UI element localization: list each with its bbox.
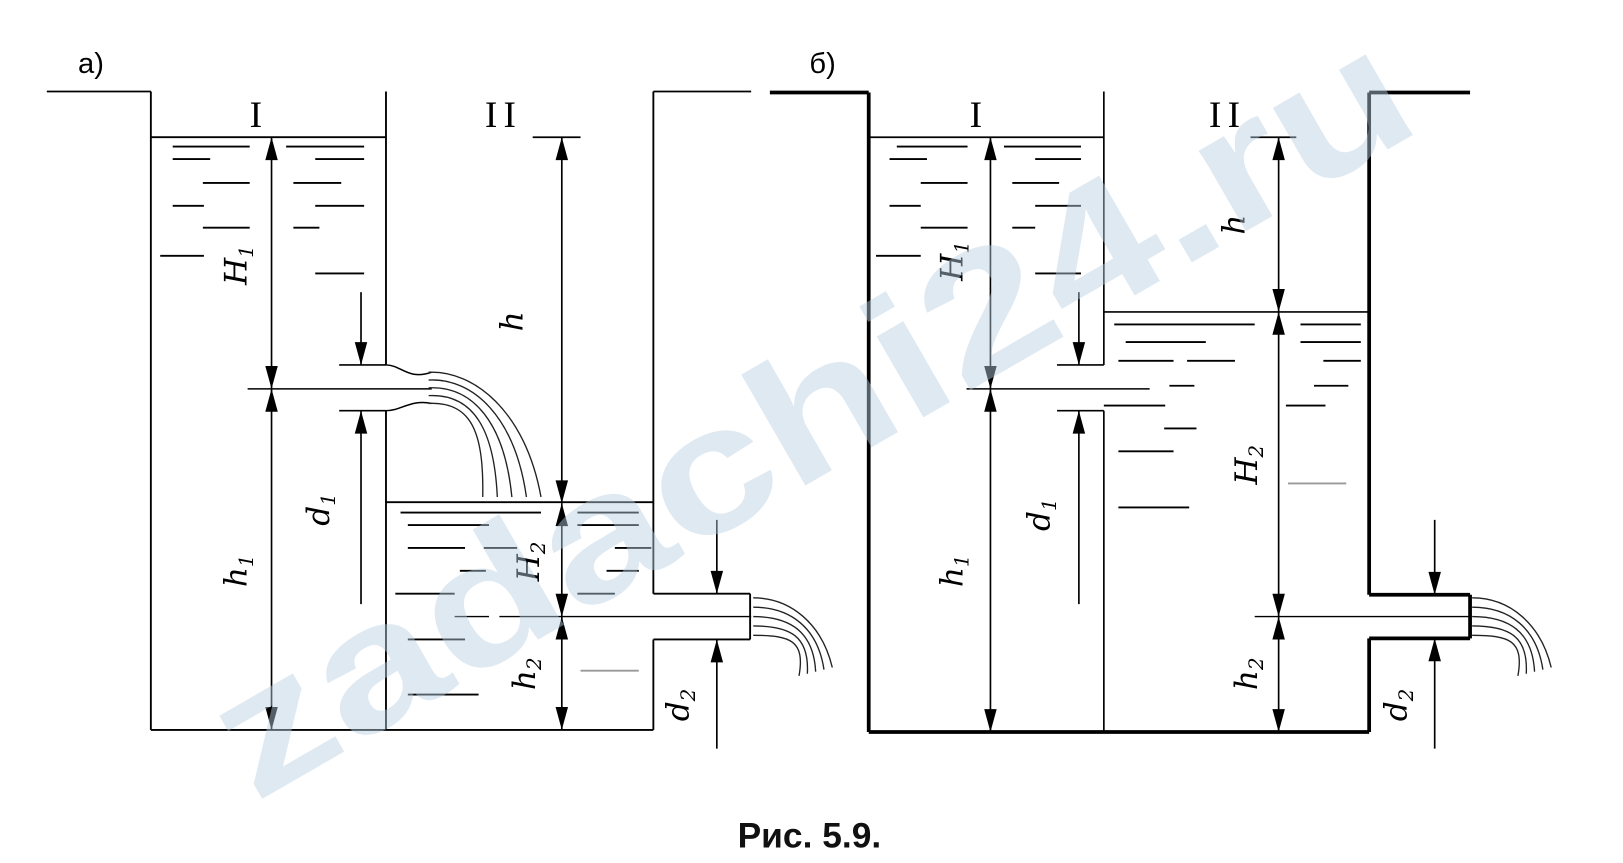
label-letter: H [511, 553, 547, 582]
label-letter: d [661, 701, 697, 721]
arrow-down-icon [555, 707, 569, 730]
label-subscript: 1 [235, 245, 258, 258]
label-subscript: 1 [235, 554, 258, 567]
panel-a-label-d1: d1 [301, 493, 340, 526]
panel-a-geometry [46, 90, 833, 749]
panel-b-label-d2: d2 [1379, 689, 1418, 722]
panel-a-label-H2: H2 [511, 542, 550, 583]
label-letter: d [1379, 701, 1415, 721]
panel-b-tank-I-label: I [970, 95, 982, 136]
arrow-up-icon [265, 137, 278, 161]
water-jet-stream [753, 625, 809, 674]
arrow-down-icon [984, 709, 997, 732]
water-jet-stream [1472, 606, 1544, 670]
arrow-down-icon [710, 570, 724, 594]
label-letter: h [507, 670, 543, 690]
water-jet-stream [428, 379, 528, 498]
arrow-down-icon [1272, 709, 1285, 732]
arrow-down-icon [265, 707, 278, 730]
panel-b-label-H2: H2 [1229, 445, 1268, 486]
water-jet-stream [1472, 597, 1552, 668]
watermark: zadachi24.ru [175, 0, 1445, 836]
figure-caption: Рис. 5.9. [738, 816, 882, 855]
orifice-jet-edge [385, 401, 432, 412]
label-subscript: 2 [523, 657, 546, 671]
water-jet-stream [1472, 625, 1527, 674]
label-letter: h [1229, 670, 1265, 690]
panel-b-label-h2: h2 [1229, 657, 1268, 690]
water-jet-stream [753, 606, 825, 670]
panel-b-label-h: h [1216, 215, 1252, 235]
label-subscript: 2 [1245, 657, 1268, 671]
panel-a-tank-II-label: II [485, 95, 522, 136]
panel-a-label-h1: h1 [219, 554, 258, 587]
arrow-up-icon [354, 410, 368, 434]
label-letter: h [1216, 215, 1252, 235]
panel-a-tank-I-label: I [250, 95, 262, 136]
orifice-jet-edge [385, 364, 432, 376]
water-jet-stream [428, 402, 484, 498]
arrow-up-icon [984, 388, 997, 412]
arrow-down-icon [1272, 289, 1285, 312]
label-subscript: 2 [527, 542, 550, 556]
arrow-up-icon [265, 388, 278, 412]
label-letter: h [934, 567, 970, 587]
label-subscript: 2 [677, 689, 700, 703]
panel-a-label-d2: d2 [661, 689, 700, 722]
arrow-down-icon [984, 365, 997, 389]
arrow-down-icon [1072, 342, 1086, 365]
panel-b-tank-II-label: II [1209, 95, 1246, 136]
water-jet-stream [753, 634, 801, 676]
arrow-down-icon [1272, 593, 1285, 617]
water-jet-stream [753, 615, 817, 672]
arrow-up-icon [984, 137, 997, 161]
panel-a-label-h2: h2 [507, 657, 546, 690]
panel-a-label-H1: H1 [219, 245, 258, 286]
label-letter: H [219, 257, 255, 286]
arrow-up-icon [555, 503, 569, 527]
arrow-down-icon [555, 480, 569, 504]
arrow-up-icon [1272, 311, 1285, 335]
water-jet-stream [428, 394, 498, 498]
label-subscript: 1 [317, 493, 340, 506]
panel-b-label-h1: h1 [934, 554, 973, 587]
arrow-up-icon [1272, 616, 1285, 640]
panel-a-title: а) [78, 48, 104, 80]
panel-b-title: б) [809, 48, 835, 80]
label-letter: h [494, 311, 530, 331]
label-subscript: 2 [1395, 689, 1418, 703]
arrow-up-icon [555, 616, 569, 640]
water-jet-stream [753, 597, 833, 668]
label-letter: h [219, 567, 255, 587]
arrow-down-icon [1428, 571, 1441, 595]
label-letter: H [934, 253, 970, 282]
water-jet-stream [1472, 634, 1520, 676]
arrow-up-icon [1272, 137, 1285, 161]
arrow-up-icon [555, 137, 569, 161]
label-letter: d [301, 506, 337, 526]
label-letter: H [1229, 457, 1265, 486]
water-jet-stream [1472, 615, 1536, 672]
label-subscript: 2 [1245, 445, 1268, 459]
water-jet-stream [428, 387, 513, 498]
label-subscript: 1 [951, 554, 974, 567]
arrow-down-icon [555, 593, 569, 617]
arrow-down-icon [354, 342, 368, 365]
arrow-down-icon [265, 365, 278, 389]
arrow-up-icon [710, 639, 724, 663]
label-subscript: 1 [951, 241, 974, 254]
panel-b-label-d1: d1 [1022, 498, 1061, 531]
panel-b-label-H1: H1 [934, 241, 973, 282]
label-letter: d [1022, 511, 1058, 531]
panel-a-label-h: h [494, 311, 530, 331]
arrow-up-icon [1428, 638, 1441, 662]
arrow-up-icon [1072, 410, 1086, 434]
label-subscript: 1 [1038, 498, 1061, 511]
water-jet-stream [428, 371, 542, 498]
panel-b-geometry [769, 90, 1552, 749]
